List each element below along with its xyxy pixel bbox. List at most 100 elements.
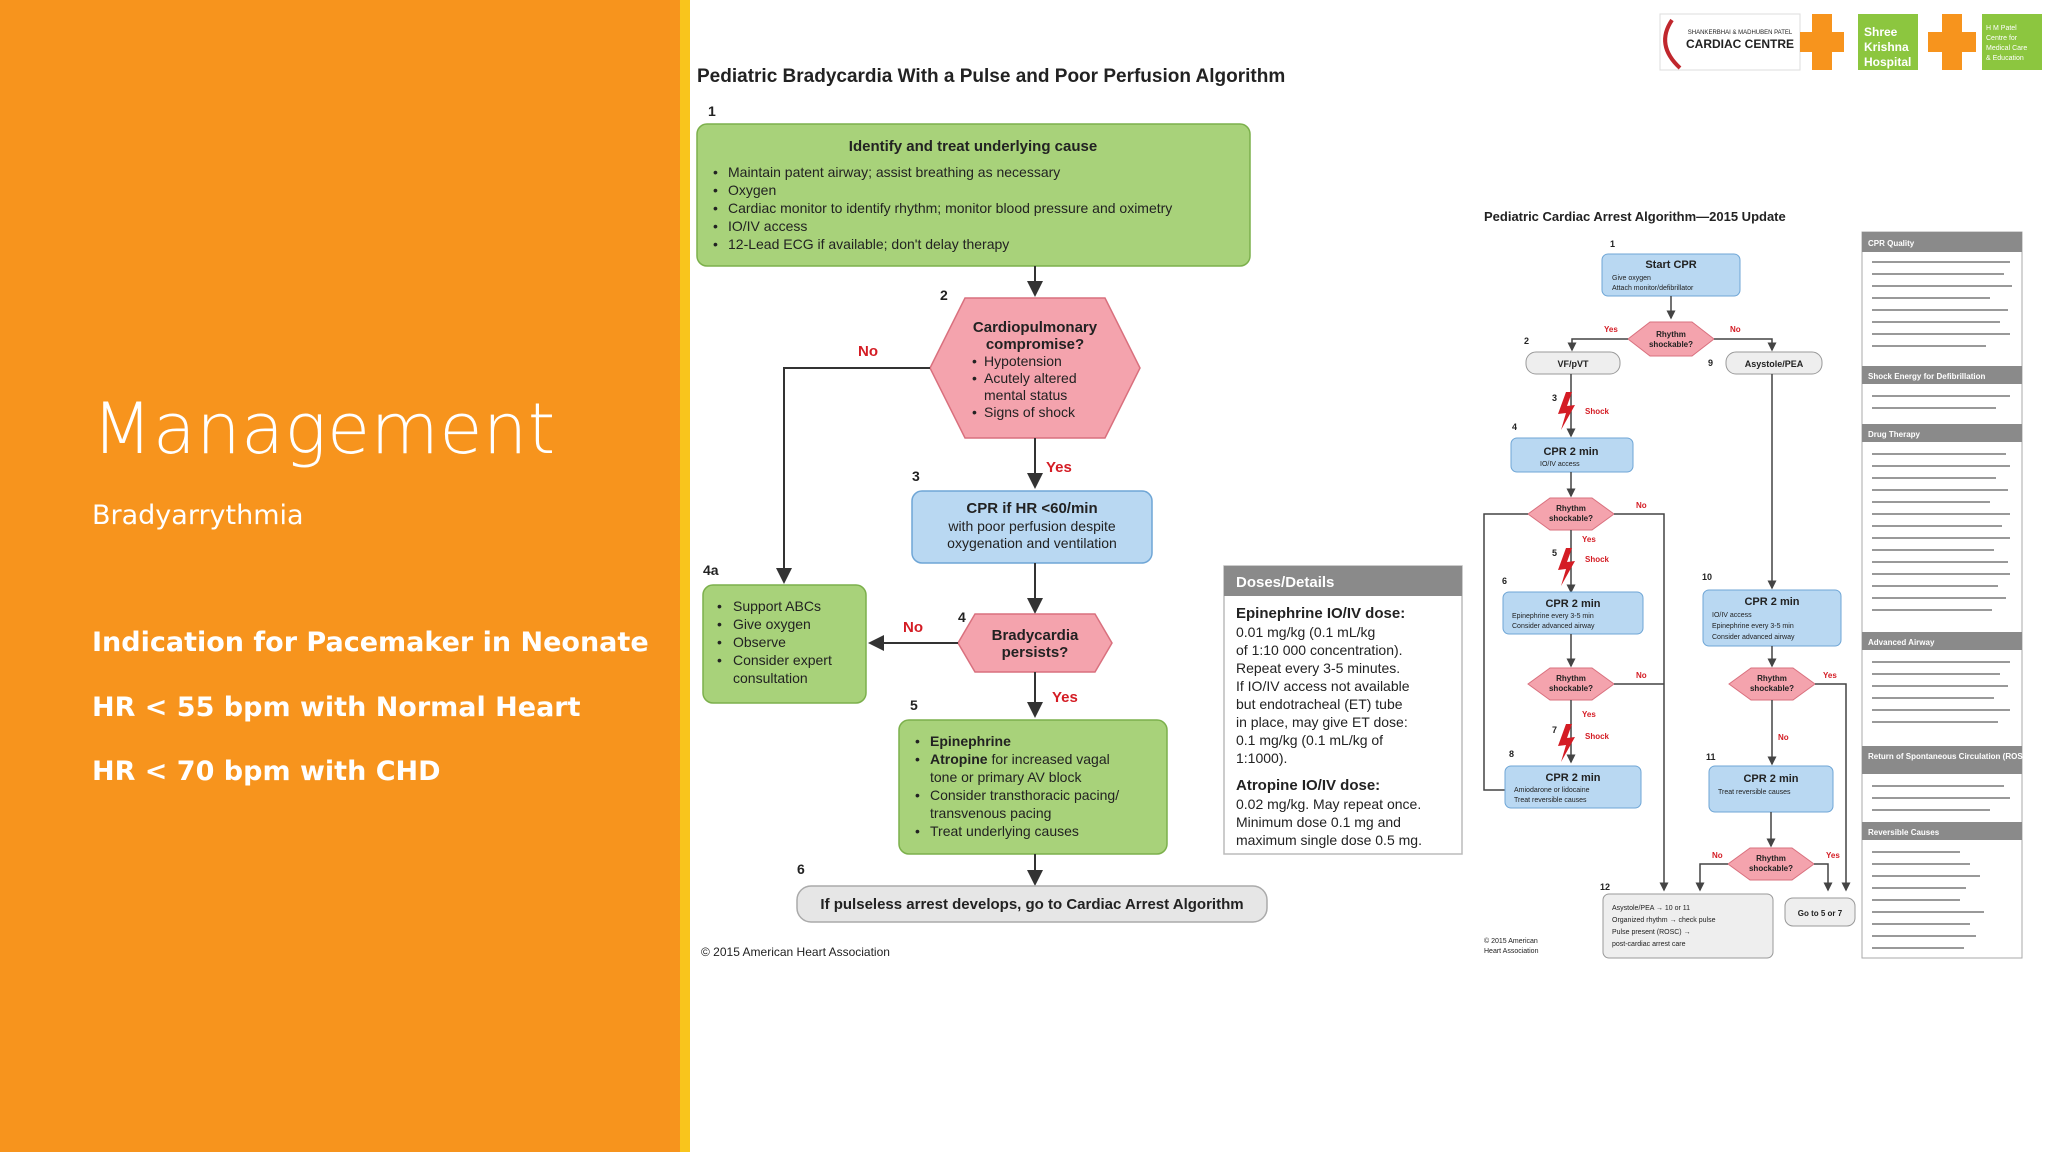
svg-text:5: 5 [910,697,918,713]
logo-shree-krishna-hospital: Shree Krishna Hospital [1858,14,1918,70]
svg-text:•: • [915,787,920,803]
svg-text:Epinephrine every 3-5 min: Epinephrine every 3-5 min [1712,623,1794,630]
svg-text:3: 3 [1552,393,1557,403]
svg-text:•: • [972,353,977,369]
svg-text:Identify and treat underlying: Identify and treat underlying cause [849,138,1097,155]
svg-text:Observe: Observe [733,634,786,650]
doses-details-panel: Doses/Details Epinephrine IO/IV dose: 0.… [1223,565,1463,855]
svg-text:Yes: Yes [1582,710,1596,719]
svg-text:Yes: Yes [1604,325,1618,334]
svg-text:CPR Quality: CPR Quality [1868,239,1915,248]
shock-bolt-icon [1558,724,1575,762]
arrest-box-cpr-io-epi: CPR 2 min IO/IV access Epinephrine every… [1702,589,1842,647]
bradycardia-title: Pediatric Bradycardia With a Pulse and P… [697,66,1285,87]
svg-text:Hospital: Hospital [1864,55,1911,69]
arrest-hex-rhythm-shockable: Rhythm shockable? [1627,321,1715,357]
slide-title: Management [92,388,556,470]
svg-text:shockable?: shockable? [1750,684,1794,693]
svg-text:Medical Care: Medical Care [1986,45,2027,52]
left-panel [0,0,680,1152]
svg-text:shockable?: shockable? [1549,514,1593,523]
arrest-copyright: © 2015 American [1484,937,1538,945]
svg-text:CARDIAC CENTRE: CARDIAC CENTRE [1686,37,1794,51]
svg-text:•: • [713,236,718,252]
arrest-box-cpr-io-access: CPR 2 min IO/IV access [1510,437,1634,473]
svg-text:CPR 2 min: CPR 2 min [1545,772,1600,784]
svg-text:Asystole/PEA → 10 or 11: Asystole/PEA → 10 or 11 [1612,905,1690,912]
svg-text:Cardiopulmonary: Cardiopulmonary [973,319,1098,336]
shock-bolt-icon [1558,548,1575,586]
svg-text:5: 5 [1552,548,1557,558]
svg-text:6: 6 [797,861,805,877]
svg-text:Asystole/PEA: Asystole/PEA [1745,359,1804,369]
svg-text:H M Patel: H M Patel [1986,25,2017,32]
svg-text:Acutely altered: Acutely altered [984,370,1077,386]
svg-text:4: 4 [1512,422,1517,432]
svg-text:6: 6 [1502,576,1507,586]
svg-text:SHANKERBHAI & MADHUBEN PATEL: SHANKERBHAI & MADHUBEN PATEL [1688,30,1793,36]
svg-text:CPR 2 min: CPR 2 min [1545,598,1600,610]
svg-text:persists?: persists? [1002,644,1069,661]
svg-text:oxygenation and ventilation: oxygenation and ventilation [947,535,1117,551]
box-pulseless-arrest: If pulseless arrest develops, go to Card… [796,885,1268,923]
svg-text:Minimum dose 0.1 mg and: Minimum dose 0.1 mg and [1236,814,1401,830]
svg-text:Go to 5 or 7: Go to 5 or 7 [1798,909,1843,918]
logo-cardiac-centre: SHANKERBHAI & MADHUBEN PATEL CARDIAC CEN… [1659,13,1801,71]
box-identify-treat: Identify and treat underlying cause •Mai… [696,123,1251,267]
svg-text:Attach monitor/defibrillator: Attach monitor/defibrillator [1612,285,1694,292]
svg-text:CPR 2 min: CPR 2 min [1743,773,1798,785]
arrest-hex-rhythm-shockable: Rhythm shockable? [1527,497,1615,531]
svg-text:CPR 2 min: CPR 2 min [1744,596,1799,608]
svg-text:Amiodarone or lidocaine: Amiodarone or lidocaine [1514,787,1590,794]
svg-text:Rhythm: Rhythm [1757,674,1787,683]
svg-text:Signs of shock: Signs of shock [984,404,1076,420]
svg-text:Shock Energy for Defibrillatio: Shock Energy for Defibrillation [1868,372,1985,381]
point-pacemaker-indication: Indication for Pacemaker in Neonate [92,627,649,658]
svg-text:Pulse present (ROSC) →: Pulse present (ROSC) → [1612,929,1691,936]
svg-text:•: • [717,652,722,668]
svg-text:IO/IV access: IO/IV access [1540,461,1580,468]
svg-text:8: 8 [1509,749,1514,759]
arrest-box-cpr-epinephrine: CPR 2 min Epinephrine every 3-5 min Cons… [1502,591,1644,635]
svg-text:shockable?: shockable? [1649,340,1693,349]
svg-text:Rhythm: Rhythm [1556,674,1586,683]
svg-text:Give oxygen: Give oxygen [733,616,811,632]
svg-text:Reversible Causes: Reversible Causes [1868,828,1940,837]
shock-bolt-icon [1558,392,1575,430]
svg-text:Consider advanced airway: Consider advanced airway [1512,623,1595,630]
logo-hm-patel-centre: H M Patel Centre for Medical Care & Educ… [1982,14,2042,70]
svg-text:•: • [972,370,977,386]
svg-text:12: 12 [1600,882,1610,892]
svg-text:tone or primary AV block: tone or primary AV block [930,769,1082,785]
svg-text:Centre for: Centre for [1986,35,2018,42]
svg-text:No: No [1712,851,1723,860]
svg-text:3: 3 [912,468,920,484]
svg-text:•: • [915,751,920,767]
svg-text:Rhythm: Rhythm [1756,854,1786,863]
svg-text:but endotracheal (ET) tube: but endotracheal (ET) tube [1236,696,1403,712]
svg-text:11: 11 [1706,752,1716,762]
svg-text:Consider expert: Consider expert [733,652,832,668]
svg-text:Start CPR: Start CPR [1645,259,1696,271]
svg-text:Drug Therapy: Drug Therapy [1868,430,1921,439]
arrest-hex-rhythm-shockable: Rhythm shockable? [1728,667,1816,701]
svg-text:Rhythm: Rhythm [1656,330,1686,339]
accent-stripe [680,0,690,1152]
svg-text:Yes: Yes [1582,535,1596,544]
arrest-hex-rhythm-shockable: Rhythm shockable? [1527,667,1615,701]
svg-text:Rhythm: Rhythm [1556,504,1586,513]
svg-text:No: No [1636,671,1647,680]
svg-text:•: • [713,182,718,198]
svg-text:Shock: Shock [1585,555,1610,564]
svg-text:Krishna: Krishna [1864,40,1909,54]
svg-text:VF/pVT: VF/pVT [1558,359,1590,369]
svg-text:Atropine for increased vagal: Atropine for increased vagal [930,751,1110,767]
svg-text:No: No [1636,501,1647,510]
arrest-side-panel: CPR Quality Shock Energy for Defibrillat… [1861,231,2031,959]
svg-text:Treat reversible causes: Treat reversible causes [1718,789,1791,796]
svg-text:1: 1 [1610,239,1615,249]
arrest-copyright: Heart Association [1484,948,1539,955]
arrest-box-asystole-pea: Asystole/PEA [1725,351,1823,375]
svg-text:Yes: Yes [1046,459,1072,476]
svg-text:Give oxygen: Give oxygen [1612,275,1651,282]
